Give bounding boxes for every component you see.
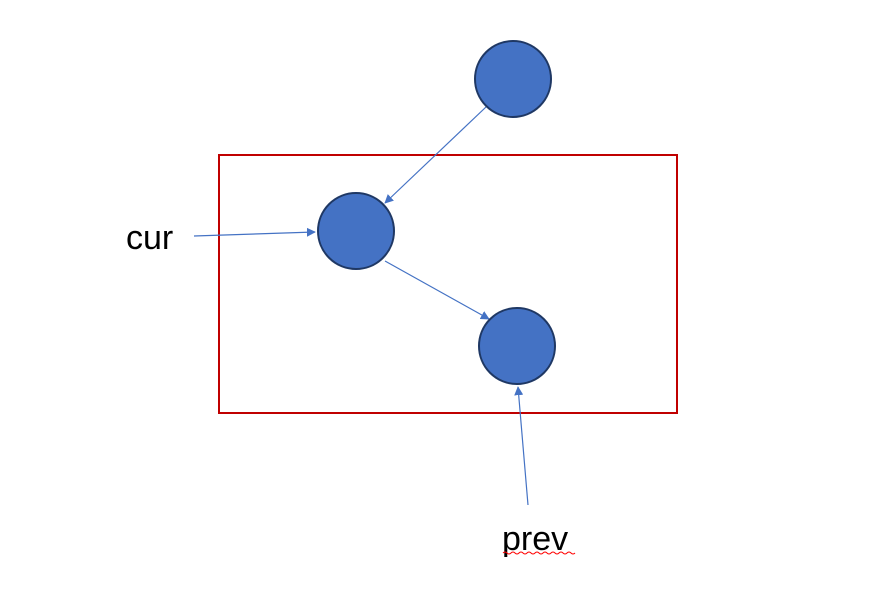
node-cur bbox=[317, 192, 395, 270]
edge-top-to-cur bbox=[384, 106, 487, 204]
label-cur: cur bbox=[126, 219, 173, 257]
spellcheck-underline bbox=[502, 551, 576, 555]
pointer-cur-arrow bbox=[193, 227, 316, 237]
node-top bbox=[474, 40, 552, 118]
node-prev bbox=[478, 307, 556, 385]
edge-cur-to-bottom bbox=[384, 260, 490, 320]
highlight-frame bbox=[218, 154, 678, 414]
pointer-prev-arrow bbox=[514, 386, 529, 506]
